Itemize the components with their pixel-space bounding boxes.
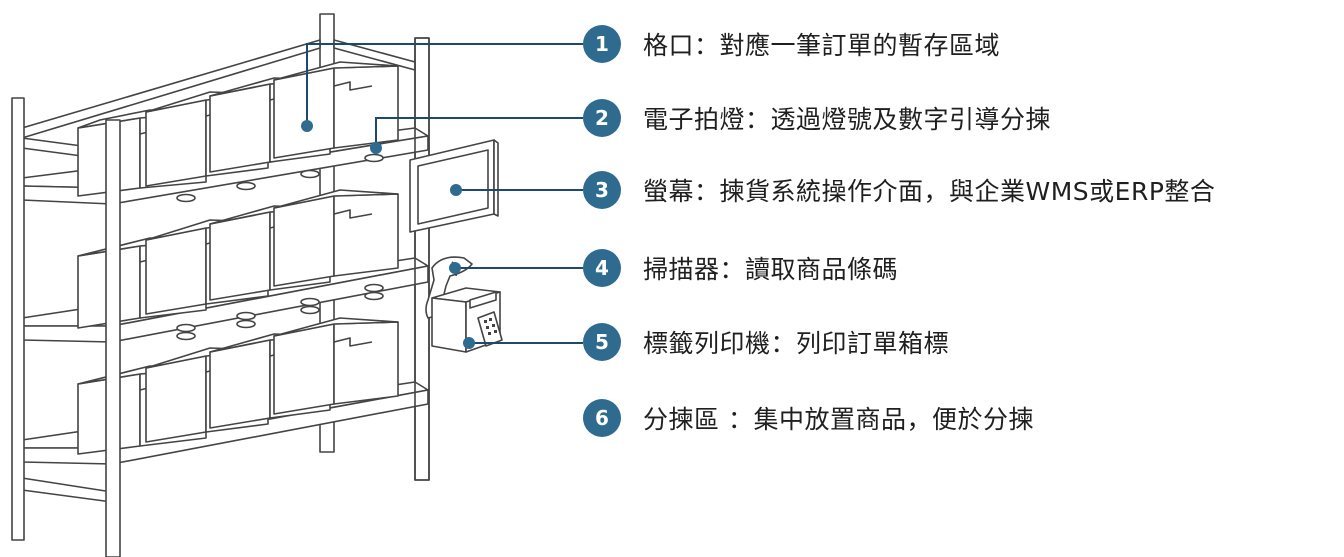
leader-dot-5 [463, 337, 475, 349]
legend-item-3: 3 螢幕：揀貨系統操作介面，與企業WMS或ERP整合 [583, 170, 1215, 210]
leader-line-1 [306, 43, 583, 126]
leader-dot-3 [450, 184, 462, 196]
legend-label: 標籤列印機：列印訂單箱標 [643, 329, 950, 358]
shelf-front-post-right [414, 37, 430, 481]
number-badge: 1 [583, 25, 621, 63]
number-badge: 2 [583, 99, 621, 137]
light-indicators-middle [176, 283, 384, 341]
number-badge: 3 [583, 171, 621, 209]
legend-item-1: 1 格口：對應一筆訂單的暫存區域 [583, 24, 1000, 64]
qr-code-icon [484, 318, 497, 335]
legend-item-5: 5 標籤列印機：列印訂單箱標 [583, 322, 949, 362]
bin-row-bottom [77, 317, 399, 455]
light-indicators-top [176, 153, 384, 203]
number-badge: 4 [583, 249, 621, 287]
legend-label: 分揀區 ：集中放置商品，便於分揀 [643, 405, 1034, 434]
leader-line-2 [375, 117, 583, 148]
shelf-bottom-rail [21, 477, 113, 503]
legend-label: 格口：對應一筆訂單的暫存區域 [643, 31, 1001, 60]
leader-dot-2 [370, 142, 382, 154]
leader-dot-1 [301, 120, 313, 132]
legend-item-4: 4 掃描器：讀取商品條碼 [583, 248, 898, 288]
leader-dot-4 [449, 262, 461, 274]
shelf-front-post-middle [105, 119, 121, 557]
legend-label: 螢幕：揀貨系統操作介面，與企業WMS或ERP整合 [643, 177, 1216, 206]
legend-item-2: 2 電子拍燈：透過燈號及數字引導分揀 [583, 98, 1051, 138]
shelf-front-post-left [11, 97, 25, 541]
number-badge: 5 [583, 323, 621, 361]
legend-label: 電子拍燈：透過燈號及數字引導分揀 [643, 105, 1052, 134]
legend-label: 掃描器：讀取商品條碼 [643, 255, 899, 284]
legend-item-6: 6 分揀區 ：集中放置商品，便於分揀 [583, 398, 1034, 438]
number-badge: 6 [583, 399, 621, 437]
